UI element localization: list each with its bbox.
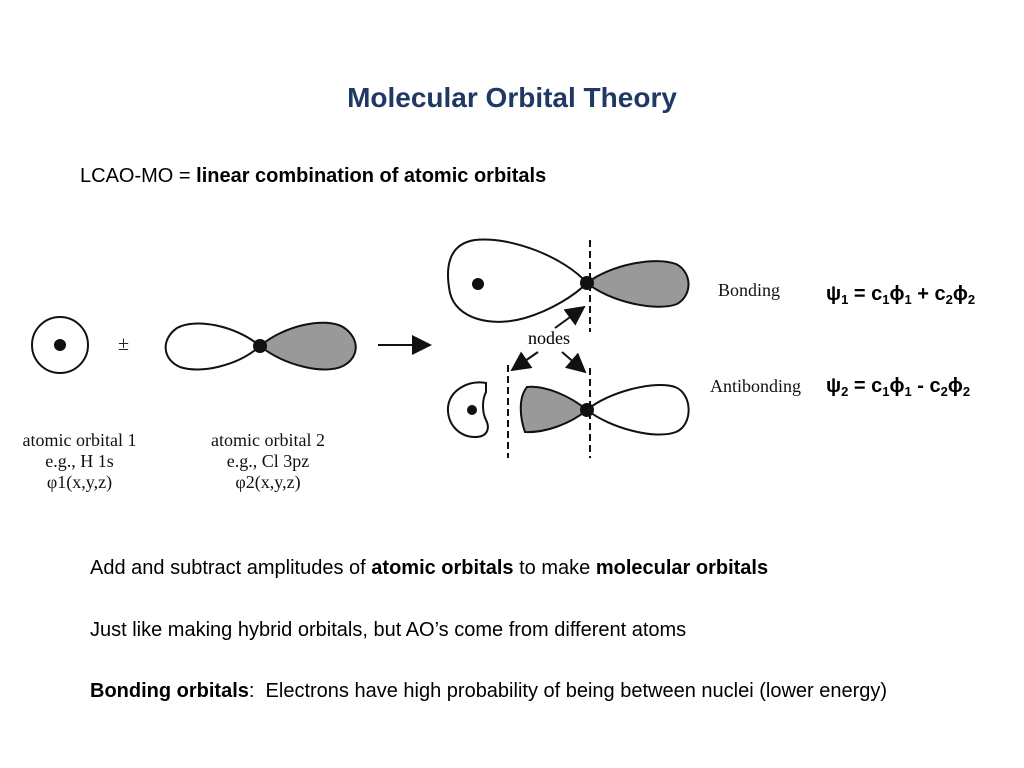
lcao-prefix: LCAO-MO = [80,165,197,187]
nodes-arrow-left [510,351,539,372]
antibonding-mo-shaded-lobe [519,385,589,434]
antibonding-label: Antibonding [710,376,802,396]
lcao-definition-text: linear combination of atomic orbitals [196,165,547,187]
nodes-arrow-up [554,305,586,329]
bonding-mo-nucleus-left [472,278,484,290]
bonding-equation: ψ1 = c1ϕ1 + c2ϕ2 [826,283,976,307]
bullet-hybrid: Just like making hybrid orbitals, but AO… [90,619,687,641]
bullet-amplitudes: Add and subtract amplitudes of atomic or… [90,557,769,579]
ao1-name: atomic orbital 1 [22,430,137,450]
bonding-label: Bonding [718,280,781,300]
bonding-mo-white-lobe [447,238,589,323]
s-orbital-nucleus [54,339,66,351]
ao2-example: e.g., Cl 3pz [226,451,310,471]
lcao-definition: LCAO-MO = linear combination of atomic o… [80,165,546,188]
page-title: Molecular Orbital Theory [347,82,677,113]
bonding-mo-shaded-lobe [585,260,690,308]
ao2-label: atomic orbital 2 e.g., Cl 3pz φ2(x,y,z) [198,430,338,493]
p-orbital-white-lobe [164,322,262,371]
ao2-name: atomic orbital 2 [211,430,325,450]
bullet-bonding-orbitals: Bonding orbitals: Electrons have high pr… [90,680,888,702]
ao1-label: atomic orbital 1 e.g., H 1s φ1(x,y,z) [12,430,147,493]
bonding-mo-nucleus-right [580,276,594,290]
p-orbital-nucleus [253,339,267,353]
antibonding-equation: ψ2 = c1ϕ1 - c2ϕ2 [826,375,971,399]
nodes-label: nodes [528,328,570,348]
nodes-arrow-right [561,351,587,374]
ao1-function: φ1(x,y,z) [46,472,113,492]
ao2-function: φ2(x,y,z) [235,472,301,492]
antibonding-mo-nucleus-right [580,403,594,417]
antibonding-mo-white-lobe [585,383,690,436]
antibonding-mo-nucleus-left [467,405,477,415]
p-orbital-shaded-lobe [258,321,357,371]
plus-minus-sign: ± [118,333,129,355]
ao1-example: e.g., H 1s [45,451,114,471]
